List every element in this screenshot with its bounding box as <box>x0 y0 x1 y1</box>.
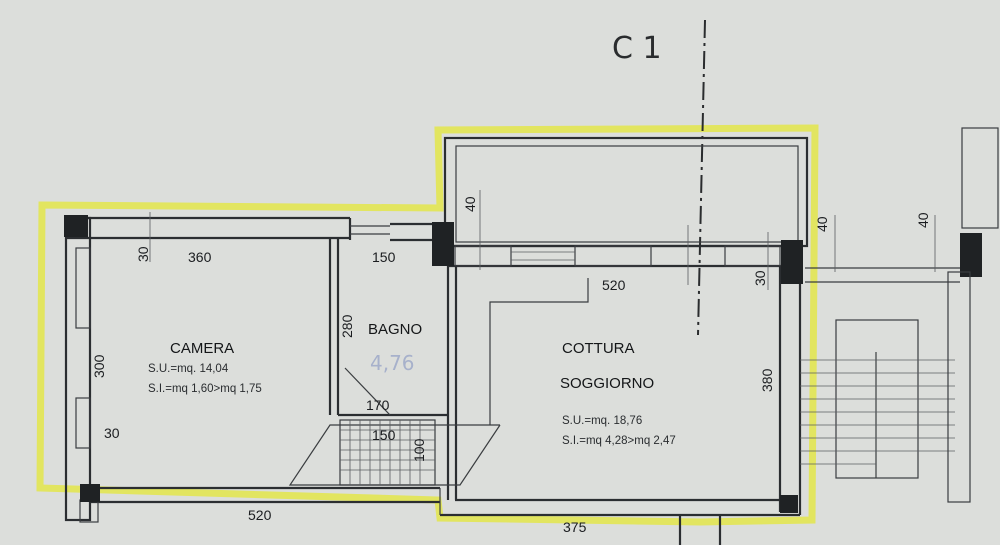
dim-100: 100 <box>411 438 427 462</box>
dim-520-bottom: 520 <box>248 507 272 523</box>
dimension-lines <box>149 190 936 290</box>
walls <box>64 136 809 545</box>
room-camera: CAMERA S.U.=mq. 14,04 S.I.=mq 1,60>mq 1,… <box>148 340 262 395</box>
room-cottura-name2: SOGGIORNO <box>560 375 654 392</box>
dim-30-left: 30 <box>135 246 151 262</box>
room-cottura-si: S.I.=mq 4,28>mq 2,47 <box>562 435 676 447</box>
room-cottura-su: S.U.=mq. 18,76 <box>562 415 642 427</box>
dim-170: 170 <box>366 397 390 413</box>
section-axis <box>697 19 706 336</box>
room-bagno-name: BAGNO <box>368 321 422 338</box>
dim-150-entrance: 150 <box>372 427 396 443</box>
room-bagno-note: 4,76 <box>370 351 415 375</box>
highlight-outline <box>36 124 819 526</box>
dim-380: 380 <box>759 368 775 392</box>
dim-375: 375 <box>563 519 587 535</box>
room-camera-name: CAMERA <box>170 340 234 357</box>
staircase <box>800 127 999 503</box>
dim-150: 150 <box>372 249 396 265</box>
dim-40-far-right: 40 <box>915 212 931 228</box>
dim-40-right: 40 <box>814 216 830 232</box>
columns <box>64 215 982 513</box>
dim-40-balcony: 40 <box>462 196 478 212</box>
dim-520-top: 520 <box>602 277 626 293</box>
dim-360: 360 <box>188 249 212 265</box>
room-camera-su: S.U.=mq. 14,04 <box>148 363 229 375</box>
room-bagno: BAGNO 4,76 <box>368 321 422 375</box>
dim-300: 300 <box>91 354 107 378</box>
room-cottura: COTTURA SOGGIORNO S.U.=mq. 18,76 S.I.=mq… <box>560 340 676 447</box>
dimension-labels: 360 30 150 40 520 40 40 30 380 280 170 3… <box>91 196 931 535</box>
room-camera-si: S.I.=mq 1,60>mq 1,75 <box>148 383 262 395</box>
dim-30-right: 30 <box>752 270 768 286</box>
dim-30-bottom-left: 30 <box>104 425 120 441</box>
section-label: C 1 <box>612 31 662 66</box>
dim-280: 280 <box>339 314 355 338</box>
room-cottura-name1: COTTURA <box>562 340 635 357</box>
